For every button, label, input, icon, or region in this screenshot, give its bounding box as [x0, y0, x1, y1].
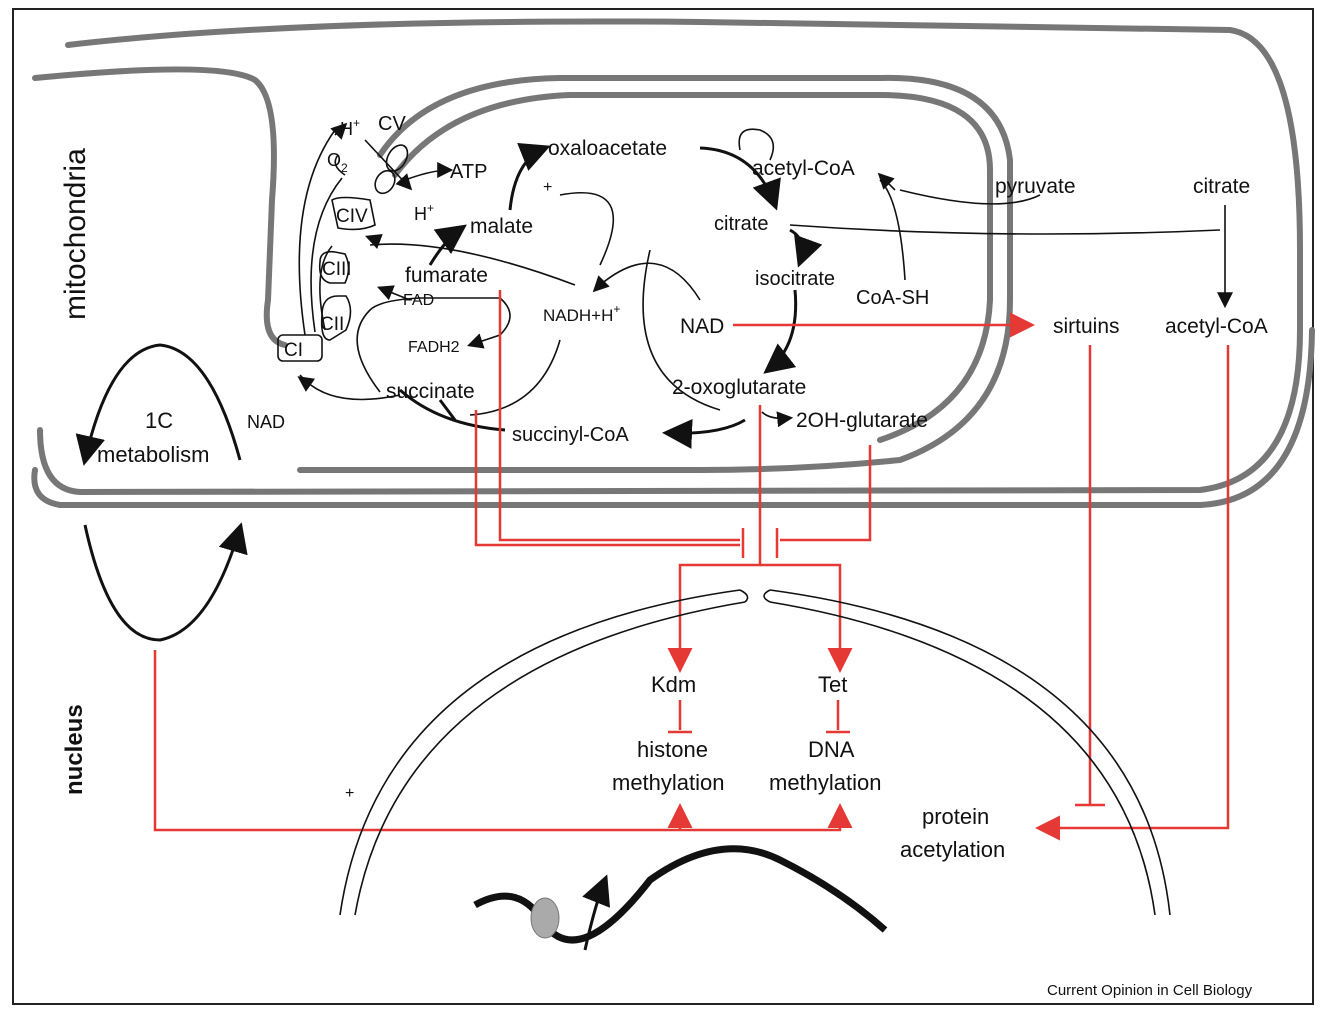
- fadh2-label: FADH2: [408, 339, 460, 356]
- succinate-label: succinate: [386, 380, 475, 403]
- nucleus-label: nucleus: [61, 704, 88, 795]
- coa-sh-label: CoA-SH: [856, 287, 929, 309]
- acetyl-coa-mito-label: acetyl-CoA: [752, 157, 855, 180]
- fad-label: FAD: [403, 292, 434, 309]
- o2-label: O2: [327, 150, 348, 175]
- acetyl-coa-cyto-label: acetyl-CoA: [1165, 315, 1268, 338]
- nadh-label: NADH+H+: [543, 302, 620, 325]
- h-plus-low-label: H+: [414, 201, 434, 224]
- mitochondria-label: mitochondria: [59, 148, 92, 320]
- methylation-dna-label: methylation: [769, 770, 882, 795]
- nad-low-label: NAD: [247, 412, 285, 432]
- citrate-cyto-label: citrate: [1193, 175, 1250, 198]
- complex-ii-label: CII: [320, 314, 344, 335]
- oxaloacetate-label: oxaloacetate: [548, 137, 667, 160]
- nad-mito-label: NAD: [680, 315, 724, 338]
- complex-iii-label: CIII: [322, 259, 352, 280]
- histone-label: histone: [637, 737, 708, 762]
- tet-label: Tet: [818, 672, 847, 697]
- acetylation-label: acetylation: [900, 837, 1005, 862]
- protein-label: protein: [922, 804, 989, 829]
- atp-label: ATP: [450, 161, 487, 183]
- labels: mitochondria nucleus 1C metabolism CV CI…: [59, 113, 1268, 999]
- dna-label: DNA: [808, 737, 855, 762]
- complex-iv-label: CIV: [336, 206, 368, 227]
- source-label: Current Opinion in Cell Biology: [1047, 982, 1253, 999]
- one-c-label: 1C: [145, 408, 173, 433]
- complex-i-label: CI: [284, 340, 303, 361]
- nuclear-envelope: [340, 590, 1170, 915]
- fumarate-label: fumarate: [405, 264, 488, 287]
- succinyl-coa-label: succinyl-CoA: [512, 424, 629, 446]
- complex-v-label: CV: [378, 113, 406, 135]
- sirtuins-label: sirtuins: [1053, 315, 1120, 338]
- chromatin: [475, 849, 885, 950]
- h-plus-top-label: H+: [340, 116, 360, 139]
- nucleosome-shape: [531, 898, 559, 938]
- citrate-mito-label: citrate: [714, 213, 768, 235]
- pyruvate-label: pyruvate: [995, 175, 1076, 198]
- methylation-histone-label: methylation: [612, 770, 725, 795]
- oxoglutarate-label: 2-oxoglutarate: [672, 376, 806, 399]
- malate-label: malate: [470, 215, 533, 238]
- isocitrate-label: isocitrate: [755, 268, 835, 290]
- ohglutarate-label: 2OH-glutarate: [796, 409, 928, 432]
- plus-nucleus-label: +: [345, 785, 354, 802]
- metabolism-label: metabolism: [97, 442, 209, 467]
- kdm-label: Kdm: [651, 672, 696, 697]
- plus-malate-label: +: [543, 179, 552, 196]
